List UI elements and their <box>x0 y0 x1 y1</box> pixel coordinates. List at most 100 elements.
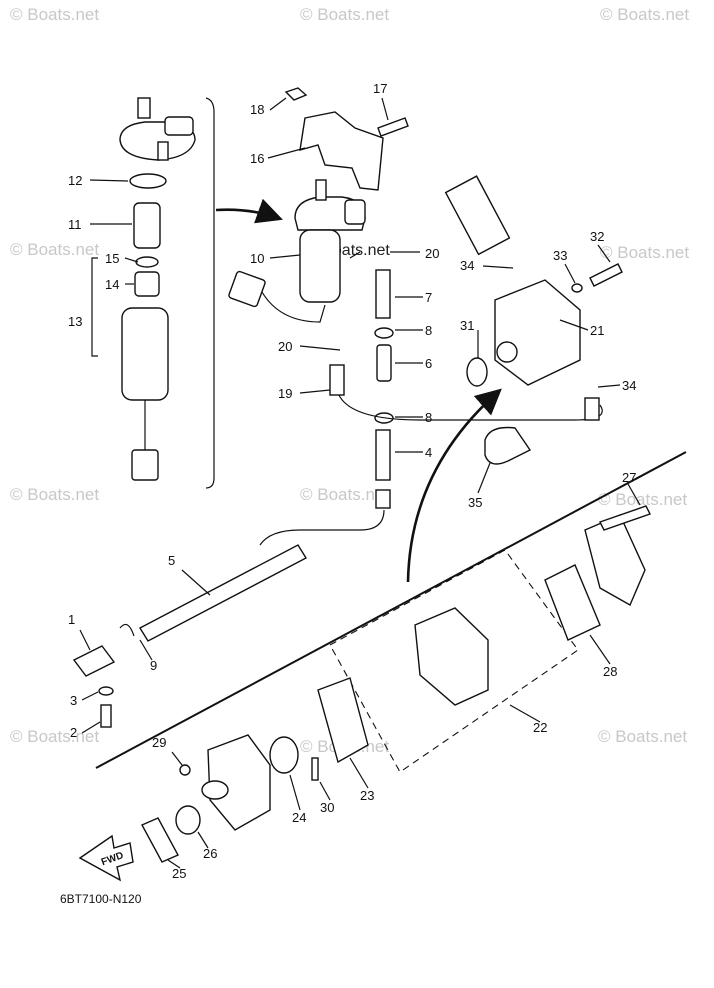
sensor-connector <box>131 449 159 481</box>
callouts: 1 2 3 4 5 6 7 8 8 9 10 11 12 13 14 15 16… <box>68 81 636 881</box>
hose-19-line <box>336 389 603 421</box>
flow-arrow-left <box>215 198 283 224</box>
nut-18 <box>284 87 308 101</box>
fuel-filter-exploded <box>119 97 196 481</box>
callout-3: 3 <box>70 693 77 708</box>
callout-8-upper: 8 <box>425 323 432 338</box>
callout-30: 30 <box>320 800 334 815</box>
hose-5-link <box>259 509 385 546</box>
pump-fitting <box>496 341 518 363</box>
divider-line <box>95 451 687 769</box>
callout-5: 5 <box>168 553 175 568</box>
hose-5 <box>139 544 307 642</box>
nut-29 <box>179 764 191 776</box>
pump-assembly-box <box>329 549 579 773</box>
watermark-text: © Boats.net <box>600 243 689 262</box>
callout-26: 26 <box>203 846 217 861</box>
spring-24 <box>269 736 299 774</box>
fitting-1 <box>72 645 116 677</box>
callout-20-upper: 20 <box>425 246 439 261</box>
filter-bowl <box>299 229 341 303</box>
watermark-text: © Boats.net <box>300 485 389 504</box>
housing-left <box>207 734 271 831</box>
callout-34-lower: 34 <box>622 378 636 393</box>
callout-15: 15 <box>105 251 119 266</box>
callout-6: 6 <box>425 356 432 371</box>
filter-head-elbow <box>344 199 366 225</box>
callout-12: 12 <box>68 173 82 188</box>
bolt-17 <box>377 117 409 137</box>
callout-28: 28 <box>603 664 617 679</box>
bolt-27 <box>599 505 651 531</box>
screw-2 <box>100 704 112 728</box>
hose-4-end <box>375 489 391 509</box>
watermark-text: © Boats.net <box>600 5 689 24</box>
callout-35: 35 <box>468 495 482 510</box>
filter-sensor-wire <box>261 291 326 323</box>
watermark-text: © Boats.net <box>10 240 99 259</box>
bolt-32 <box>589 263 623 287</box>
plunger-25 <box>141 817 179 863</box>
watermark-text: © Boats.net <box>300 5 389 24</box>
callout-33: 33 <box>553 248 567 263</box>
joint-6 <box>376 344 392 382</box>
hose-5-assembly <box>72 544 307 728</box>
o-ring-31 <box>466 357 488 387</box>
clamp-8-upper <box>374 327 394 339</box>
hose-fittings <box>259 269 603 546</box>
o-ring-12 <box>129 173 167 189</box>
filter-element-11 <box>133 202 161 249</box>
spring-26 <box>175 805 201 835</box>
callout-29: 29 <box>152 735 166 750</box>
filter-bowl-13 <box>121 307 169 401</box>
bracket-16 <box>299 111 384 191</box>
callout-9: 9 <box>150 658 157 673</box>
watermark-text: © Boats.net <box>10 727 99 746</box>
fwd-arrow: FWD <box>78 834 134 882</box>
fuel-filter-assembly <box>228 87 409 323</box>
washer-3 <box>98 686 114 696</box>
callout-20-lower: 20 <box>278 339 292 354</box>
pump-body-21 <box>494 279 581 386</box>
hose-7 <box>375 269 391 319</box>
gasket-28 <box>544 564 601 641</box>
left-bracket-divider <box>205 97 215 489</box>
pump-body-22 <box>414 607 489 706</box>
callout-14: 14 <box>105 277 119 292</box>
callout-27: 27 <box>622 470 636 485</box>
callout-32: 32 <box>590 229 604 244</box>
leader-lines <box>79 97 641 869</box>
diagram-code: 6BT7100-N120 <box>60 892 142 906</box>
callout-2: 2 <box>70 725 77 740</box>
watermark-text: © Boats.net <box>10 485 99 504</box>
callout-31: 31 <box>460 318 474 333</box>
watermark-text: © Boats.net <box>598 490 687 509</box>
callout-16: 16 <box>250 151 264 166</box>
lower-pump-parts <box>141 505 651 863</box>
callout-7: 7 <box>425 290 432 305</box>
callout-25: 25 <box>172 866 186 881</box>
pump-outlet <box>584 397 600 421</box>
callout-4: 4 <box>425 445 432 460</box>
filter-connector <box>228 270 266 308</box>
pump-hose-top <box>444 175 511 256</box>
callout-17: 17 <box>373 81 387 96</box>
callout-34-upper: 34 <box>460 258 474 273</box>
pin-30 <box>311 757 319 781</box>
filter-cap-outlet <box>157 141 169 161</box>
fuel-pump <box>444 175 623 465</box>
watermarks: © Boats.net © Boats.net © Boats.net © Bo… <box>10 5 689 756</box>
callout-10: 10 <box>250 251 264 266</box>
clip-9 <box>119 623 135 637</box>
housing-bore <box>201 780 229 800</box>
filter-cap-elbow <box>164 116 194 136</box>
watermark-text: © Boats.net <box>10 5 99 24</box>
flow-arrow-center <box>406 388 502 583</box>
callout-11: 11 <box>68 217 82 232</box>
callout-19: 19 <box>278 386 292 401</box>
nut-14 <box>134 271 160 297</box>
clamp-35 <box>484 426 532 465</box>
callout-8-lower: 8 <box>425 410 432 425</box>
callout-18: 18 <box>250 102 264 117</box>
